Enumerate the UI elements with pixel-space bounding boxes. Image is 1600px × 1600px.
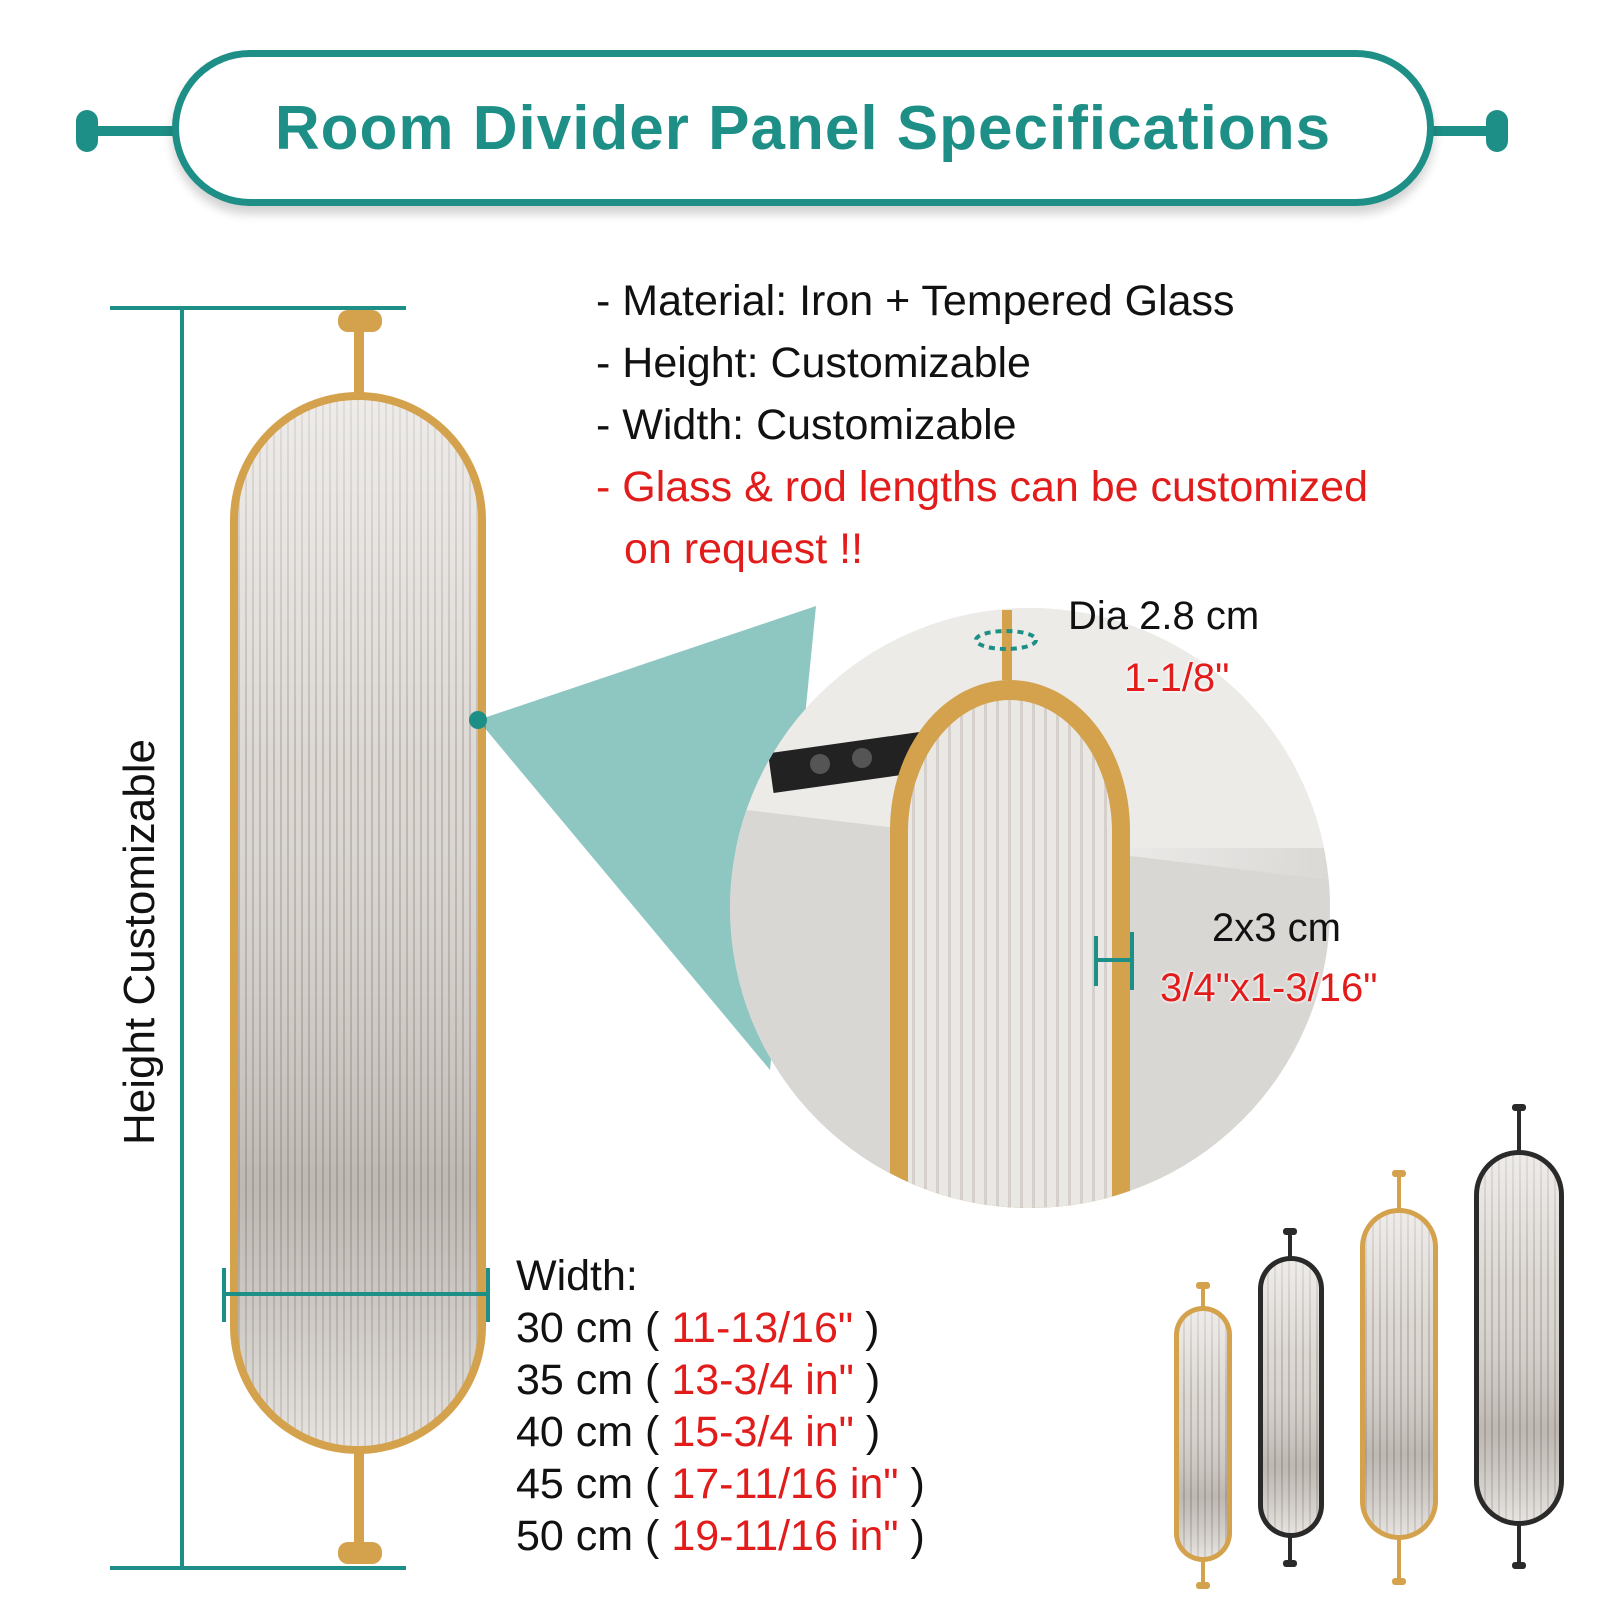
rod-cap-right [1486, 110, 1508, 152]
width-inch: 19-11/16 in" [671, 1512, 899, 1560]
spec-height: - Height: Customizable [596, 339, 1031, 387]
page-title: Room Divider Panel Specifications [274, 93, 1332, 163]
width-row-30: 30 cm ( 11-13/16" ) [516, 1302, 925, 1354]
width-row-35: 35 cm ( 13-3/4 in" ) [516, 1354, 925, 1406]
rod-left [90, 126, 180, 136]
width-close: ) [865, 1408, 881, 1456]
spec-width: - Width: Customizable [596, 401, 1017, 449]
title-pill: Room Divider Panel Specifications [172, 50, 1434, 206]
width-row-45: 45 cm ( 17-11/16 in" ) [516, 1458, 925, 1510]
width-row-40: 40 cm ( 15-3/4 in" ) [516, 1406, 925, 1458]
width-cm: 40 cm ( [516, 1408, 660, 1456]
width-close: ) [910, 1460, 925, 1508]
frame-profile-metric: 2x3 cm [1212, 906, 1341, 950]
width-options: Width: 30 cm ( 11-13/16" ) 35 cm ( 13-3/… [516, 1250, 925, 1562]
width-inch: 15-3/4 in" [671, 1408, 854, 1456]
variant-panels [1174, 1104, 1564, 1589]
height-top-line [110, 306, 406, 310]
width-cm: 50 cm ( [516, 1512, 660, 1560]
rod-cap-left [76, 110, 98, 152]
width-close: ) [865, 1304, 880, 1352]
width-cm: 35 cm ( [516, 1356, 660, 1404]
width-inch: 11-13/16" [671, 1304, 854, 1352]
height-vertical-line [180, 306, 184, 1570]
width-row-50: 50 cm ( 19-11/16 in" ) [516, 1510, 925, 1562]
width-inch: 13-3/4 in" [671, 1356, 854, 1404]
height-bottom-line [110, 1566, 406, 1570]
width-close: ) [910, 1512, 925, 1560]
rod-right [1426, 126, 1498, 136]
frame-profile-imperial: 3/4"x1-3/16" [1160, 966, 1378, 1010]
spec-material: - Material: Iron + Tempered Glass [596, 277, 1235, 325]
spec-note-line1: - Glass & rod lengths can be customized [596, 463, 1368, 511]
rod-diameter-metric: Dia 2.8 cm [1068, 594, 1260, 638]
width-cm: 30 cm ( [516, 1304, 660, 1352]
width-inch: 17-11/16 in" [671, 1460, 899, 1508]
rod-diameter-imperial: 1-1/8" [1124, 656, 1230, 700]
width-cm: 45 cm ( [516, 1460, 660, 1508]
spec-note-line2: on request !! [624, 525, 864, 573]
width-heading: Width: [516, 1252, 638, 1300]
width-close: ) [865, 1356, 881, 1404]
